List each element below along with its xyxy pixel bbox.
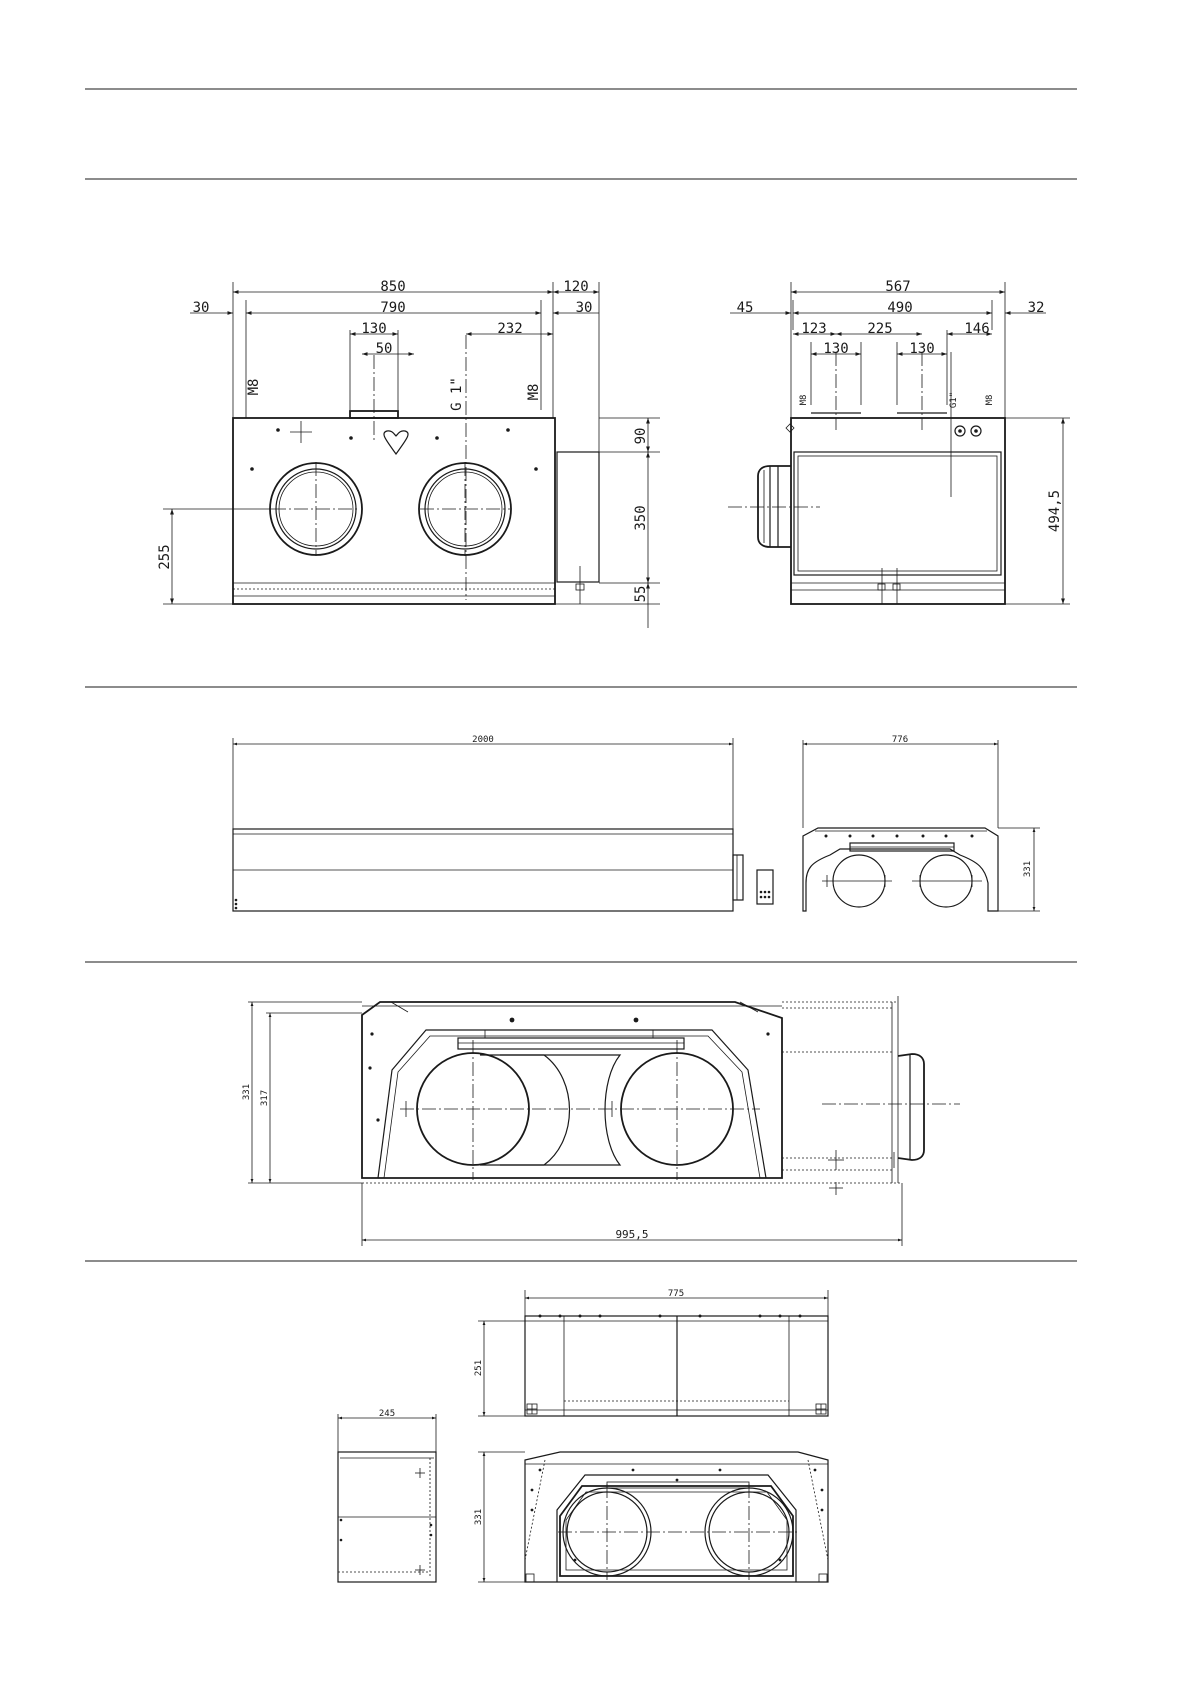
dim-123: 123 — [801, 321, 826, 337]
thread-m8-right: M8 — [526, 384, 542, 401]
side-elevation-view — [728, 352, 1005, 604]
dim-331: 331 — [242, 1084, 252, 1100]
dim-232: 232 — [497, 321, 522, 337]
dim-350: 350 — [633, 505, 649, 530]
dim-2000: 2000 — [472, 735, 494, 745]
dim-90: 90 — [633, 428, 649, 445]
dim-30-right: 30 — [576, 300, 593, 316]
dim-331: 331 — [474, 1509, 484, 1525]
dim-130: 130 — [361, 321, 386, 337]
dim-50: 50 — [376, 341, 393, 357]
thread-m8-left: M8 — [246, 379, 262, 396]
thread-m8-right: M8 — [985, 395, 995, 406]
long-unit-side-view: 2000 — [233, 735, 773, 911]
dim-32: 32 — [1028, 300, 1045, 316]
section-separators — [85, 89, 1077, 1261]
dim-130-a: 130 — [823, 341, 848, 357]
small-side-box-view: 245 — [338, 1409, 436, 1582]
bottom-front-view: 331 — [474, 1452, 828, 1582]
dim-490: 490 — [887, 300, 912, 316]
front-elevation-view — [233, 335, 599, 604]
dim-30-left: 30 — [193, 300, 210, 316]
thread-m8-left: M8 — [799, 395, 809, 406]
dim-55: 55 — [633, 586, 649, 603]
thread-g1: G 1" — [449, 377, 465, 411]
dim-317: 317 — [260, 1090, 270, 1106]
small-front-view: 776 331 — [803, 735, 1040, 911]
dim-225: 225 — [867, 321, 892, 337]
dim-255: 255 — [157, 544, 173, 569]
dim-45: 45 — [737, 300, 754, 316]
large-front-view: 331 317 995,5 — [242, 996, 960, 1246]
dim-995-5: 995,5 — [615, 1228, 648, 1241]
dim-850: 850 — [380, 279, 405, 295]
dim-146: 146 — [964, 321, 989, 337]
dim-245: 245 — [379, 1409, 395, 1419]
dim-775: 775 — [668, 1289, 684, 1299]
dim-494-5: 494,5 — [1047, 490, 1063, 532]
dim-251: 251 — [474, 1360, 484, 1376]
dim-776: 776 — [892, 735, 908, 745]
dim-331: 331 — [1023, 861, 1033, 877]
plan-view: 775 251 — [474, 1289, 828, 1416]
side-elevation-dimensions: 567 45 490 32 123 225 146 130 130 M8 G1"… — [730, 279, 1070, 604]
dim-120: 120 — [563, 279, 588, 295]
dim-130-b: 130 — [909, 341, 934, 357]
dim-567: 567 — [885, 279, 910, 295]
dim-790: 790 — [380, 300, 405, 316]
thread-g1: G1" — [949, 392, 959, 408]
